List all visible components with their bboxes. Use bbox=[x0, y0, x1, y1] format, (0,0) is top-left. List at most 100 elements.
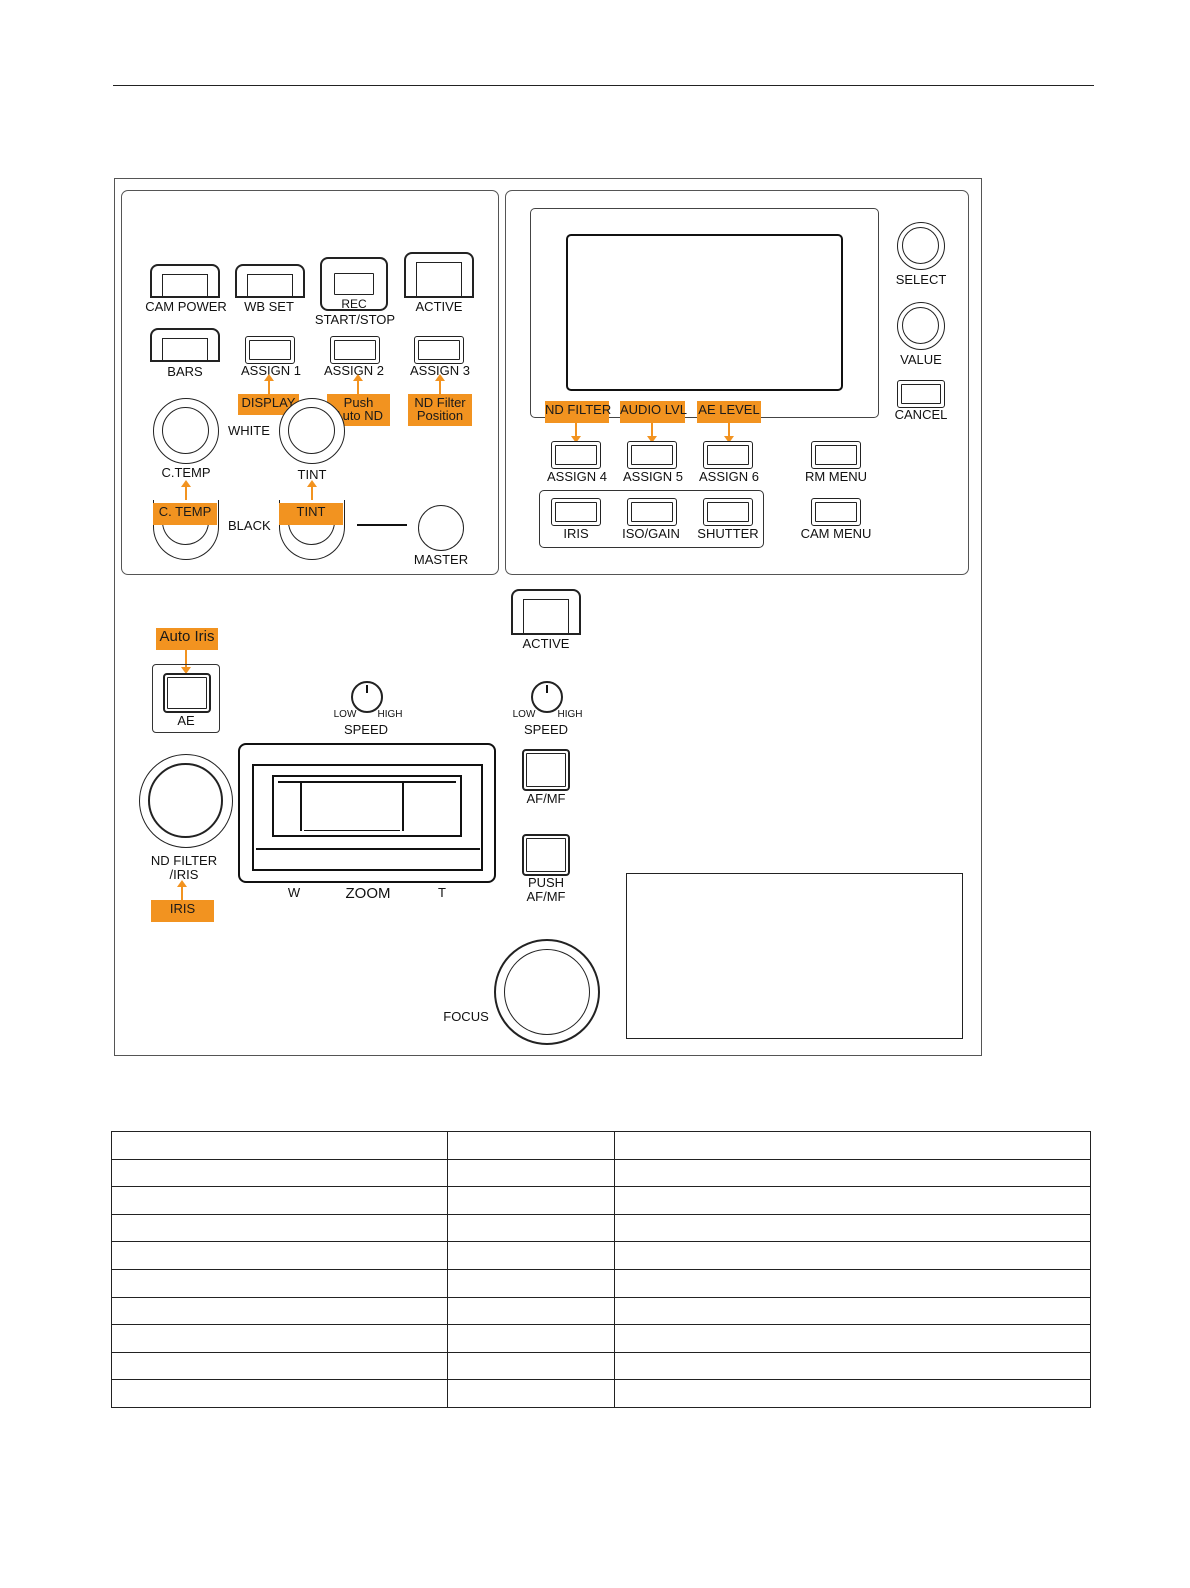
table-cell bbox=[614, 1351, 1091, 1381]
table-cell bbox=[111, 1324, 448, 1353]
cancel-button[interactable] bbox=[897, 380, 945, 408]
c-temp-white-knob[interactable] bbox=[153, 398, 219, 464]
c-temp-callout-arrow bbox=[181, 480, 191, 504]
active-mid-button[interactable] bbox=[511, 589, 581, 635]
push-auto-nd-line1: Push bbox=[343, 395, 374, 410]
iso-gain-label: ISO/GAIN bbox=[622, 526, 680, 541]
zoom-rocker-housing bbox=[238, 743, 496, 883]
table-row bbox=[111, 1268, 1091, 1298]
shutter-button[interactable] bbox=[703, 498, 753, 526]
c-temp-label: C.TEMP bbox=[161, 465, 211, 480]
display-callout-arrow bbox=[264, 374, 274, 395]
table-row bbox=[111, 1241, 1091, 1270]
push-auto-nd-line2: Auto ND bbox=[333, 408, 384, 423]
zoom-w-label: W bbox=[287, 885, 301, 900]
table-cell bbox=[614, 1241, 1091, 1270]
table-row bbox=[111, 1213, 1091, 1243]
white-label: WHITE bbox=[228, 423, 270, 438]
push-label: PUSH bbox=[527, 875, 565, 890]
table-cell bbox=[111, 1131, 448, 1160]
push-af-mf-label: AF/MF bbox=[526, 889, 566, 904]
select-label: SELECT bbox=[895, 272, 947, 287]
zoom-rocker-divider bbox=[256, 848, 480, 850]
active-mid-label: ACTIVE bbox=[522, 636, 570, 651]
cam-menu-button[interactable] bbox=[811, 498, 861, 526]
master-knob[interactable] bbox=[418, 505, 464, 551]
header-rule bbox=[113, 85, 1094, 86]
assign-5-button[interactable] bbox=[627, 441, 677, 469]
ae-button-box bbox=[152, 664, 220, 733]
table-row bbox=[111, 1324, 1091, 1353]
table-cell bbox=[614, 1324, 1091, 1353]
af-mf-button[interactable] bbox=[522, 749, 570, 791]
focus-speed-label: SPEED bbox=[523, 722, 569, 737]
table-cell bbox=[614, 1213, 1091, 1243]
table-row bbox=[111, 1296, 1091, 1326]
value-knob[interactable] bbox=[897, 302, 945, 350]
push-af-mf-button[interactable] bbox=[522, 834, 570, 876]
table-cell bbox=[446, 1131, 616, 1160]
iris-callout-arrow bbox=[177, 880, 187, 901]
cam-power-button[interactable] bbox=[150, 264, 220, 298]
iris-button[interactable] bbox=[551, 498, 601, 526]
iso-gain-button[interactable] bbox=[627, 498, 677, 526]
table-cell bbox=[614, 1296, 1091, 1326]
cam-menu-label: CAM MENU bbox=[800, 526, 872, 541]
assign-5-label: ASSIGN 5 bbox=[623, 469, 683, 484]
focus-label: FOCUS bbox=[443, 1009, 489, 1024]
rec-start-stop-button[interactable] bbox=[320, 257, 388, 311]
assign-3-button[interactable] bbox=[414, 336, 464, 364]
cancel-label: CANCEL bbox=[894, 407, 948, 422]
wb-set-label: WB SET bbox=[244, 299, 294, 314]
assign-4-button[interactable] bbox=[551, 441, 601, 469]
blank-note-box bbox=[626, 873, 963, 1039]
table-cell bbox=[446, 1379, 616, 1408]
assign-6-button[interactable] bbox=[703, 441, 753, 469]
tint-white-knob[interactable] bbox=[279, 398, 345, 464]
af-mf-label: AF/MF bbox=[526, 791, 566, 806]
table-cell bbox=[111, 1158, 448, 1188]
rec-start-stop-label: START/STOP bbox=[314, 312, 396, 327]
table-row bbox=[111, 1186, 1091, 1215]
remote-panel-outline bbox=[114, 178, 982, 1056]
zoom-rocker[interactable] bbox=[272, 775, 462, 837]
focus-speed-knob[interactable] bbox=[531, 681, 563, 713]
lcd-screen bbox=[566, 234, 843, 391]
zoom-speed-high-label: HIGH bbox=[377, 709, 403, 720]
bars-button[interactable] bbox=[150, 328, 220, 362]
ae-level-callout: AE LEVEL bbox=[697, 401, 761, 423]
table-row bbox=[111, 1131, 1091, 1160]
table-cell bbox=[446, 1186, 616, 1215]
nd-filter-iris-label-2: /IRIS bbox=[169, 867, 199, 882]
zoom-rocker-inner-frame bbox=[252, 764, 483, 871]
zoom-t-label: T bbox=[438, 885, 446, 900]
focus-knob[interactable] bbox=[494, 939, 600, 1045]
assign-1-button[interactable] bbox=[245, 336, 295, 364]
wb-set-button[interactable] bbox=[235, 264, 305, 298]
nd-filter-callout: ND FILTER bbox=[545, 401, 611, 423]
assign-2-label: ASSIGN 2 bbox=[324, 363, 384, 378]
shutter-label: SHUTTER bbox=[697, 526, 759, 541]
auto-iris-callout-arrow bbox=[181, 650, 191, 674]
table-row bbox=[111, 1379, 1091, 1408]
master-label: MASTER bbox=[413, 552, 469, 567]
table-cell bbox=[446, 1324, 616, 1353]
nd-filter-iris-knob[interactable] bbox=[139, 754, 233, 848]
assign-3-label: ASSIGN 3 bbox=[410, 363, 470, 378]
table-cell bbox=[614, 1158, 1091, 1188]
zoom-speed-knob[interactable] bbox=[351, 681, 383, 713]
rm-menu-label: RM MENU bbox=[804, 469, 868, 484]
active-top-button[interactable] bbox=[404, 252, 474, 298]
select-knob[interactable] bbox=[897, 222, 945, 270]
rm-menu-button[interactable] bbox=[811, 441, 861, 469]
ae-level-callout-arrow bbox=[724, 423, 734, 443]
assign-2-button[interactable] bbox=[330, 336, 380, 364]
table-cell bbox=[111, 1379, 448, 1408]
rec-label: REC bbox=[341, 297, 367, 311]
focus-speed-high-label: HIGH bbox=[557, 709, 583, 720]
nd-filter-callout-arrow bbox=[571, 423, 581, 443]
table-cell bbox=[111, 1213, 448, 1243]
ae-button[interactable] bbox=[163, 673, 211, 713]
nd-filter-iris-label-1: ND FILTER bbox=[150, 853, 218, 868]
assign-6-label: ASSIGN 6 bbox=[699, 469, 759, 484]
